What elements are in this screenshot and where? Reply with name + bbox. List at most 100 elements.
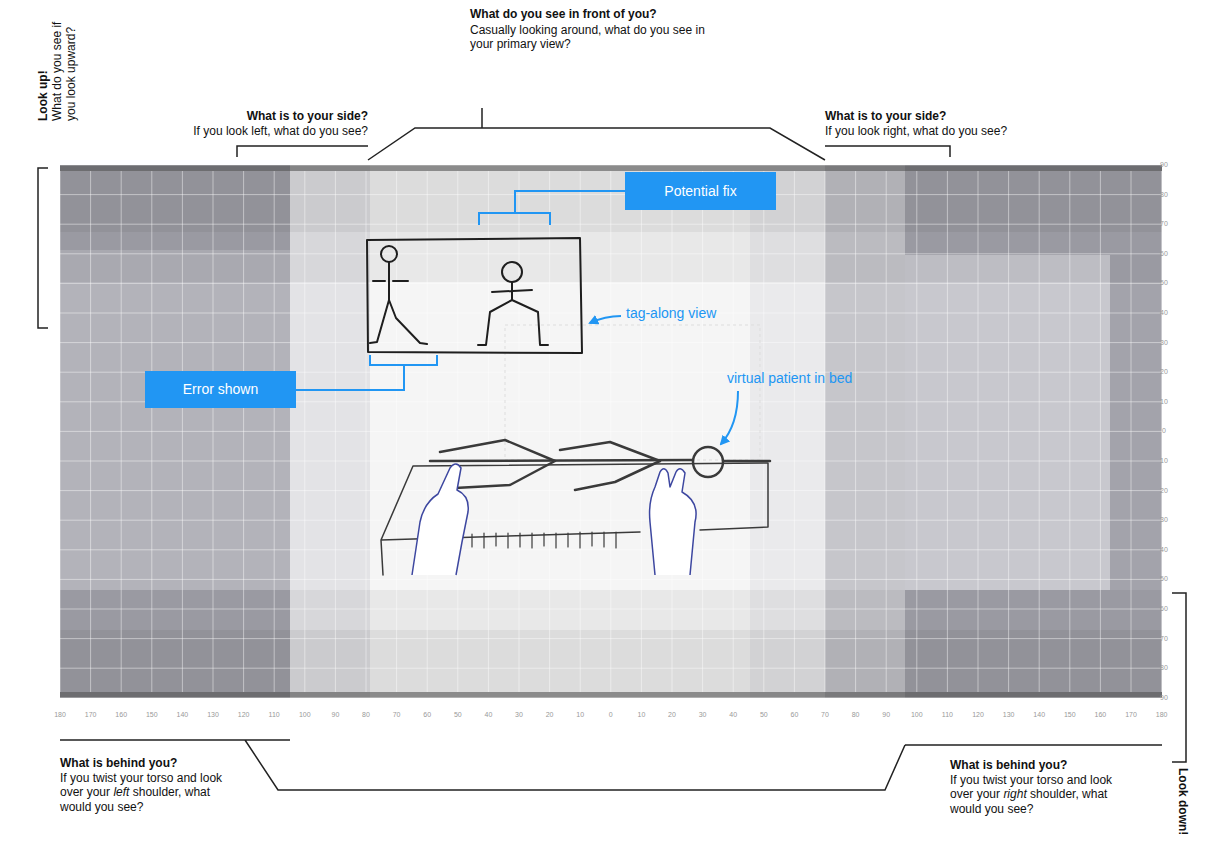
panorama-bands — [60, 165, 1162, 698]
stick-figure — [478, 282, 548, 345]
scale-number: 10 — [1155, 457, 1173, 465]
patient-limbs — [440, 440, 660, 490]
up-bracket — [38, 168, 48, 328]
grid-line — [60, 165, 1162, 166]
label-word: If — [60, 771, 70, 785]
label-word: see? — [117, 800, 143, 814]
label-word: torso — [147, 771, 177, 785]
figure-head — [381, 246, 397, 262]
leader-arrow — [721, 391, 738, 444]
scale-number: 100 — [902, 711, 932, 719]
grid-line — [60, 431, 1162, 432]
label-word: shoulder, — [1030, 787, 1082, 801]
label-word: you — [960, 773, 983, 787]
side-bracket — [237, 146, 368, 157]
direction-prompt: If you twist your torso and look over yo… — [950, 773, 1125, 816]
label-word: you — [70, 771, 93, 785]
direction-heading: What is behind you? — [60, 756, 260, 770]
scale-number: 90 — [871, 711, 901, 719]
grid-line — [60, 253, 1162, 254]
direction-heading: What is to your side? — [118, 109, 368, 123]
grid-line — [60, 313, 1162, 314]
left-hand — [412, 464, 468, 575]
direction-prompt: What do you see if you look upward? — [50, 9, 79, 121]
callout-box: Potential fix — [625, 172, 776, 210]
behind-band — [60, 250, 290, 590]
front-bracket — [368, 108, 825, 160]
scale-number: 40 — [1155, 546, 1173, 554]
grid-line — [60, 520, 1162, 521]
direction-heading: What is to your side? — [825, 109, 1075, 123]
stick-figure — [370, 262, 427, 344]
direction-prompt: If you twist your torso and look over yo… — [60, 771, 230, 814]
scale-number: 180 — [1147, 711, 1177, 719]
scale-number: 0 — [596, 711, 626, 719]
grid-line — [60, 342, 1162, 343]
patient-head — [693, 447, 723, 477]
scale-number: 90 — [320, 711, 350, 719]
scale-number: 70 — [1155, 635, 1173, 643]
scale-number: 180 — [45, 711, 75, 719]
scale-number: 150 — [1055, 711, 1085, 719]
scale-number: 50 — [1155, 575, 1173, 583]
grid-line — [60, 283, 1162, 284]
label-word: look — [200, 771, 222, 785]
scale-number: 150 — [137, 711, 167, 719]
label-word: you — [95, 800, 118, 814]
scale-number: 170 — [1116, 711, 1146, 719]
user-hands — [412, 464, 696, 575]
grid-line — [60, 224, 1162, 225]
scale-number: 120 — [963, 711, 993, 719]
scale-number: 80 — [1155, 664, 1173, 672]
grid-line — [60, 194, 1162, 195]
label-word: left — [113, 785, 132, 799]
figure-head — [502, 262, 522, 282]
callout-box: Error shown — [145, 371, 296, 408]
scale-number: 60 — [779, 711, 809, 719]
scale-number: 70 — [382, 711, 412, 719]
label-word: would — [60, 800, 95, 814]
scale-number: 50 — [1155, 279, 1173, 287]
panel-edge — [60, 692, 1162, 698]
scale-number: 0 — [1155, 427, 1173, 435]
direction-heading: What do you see in front of you? — [470, 7, 730, 21]
patient-body — [430, 460, 770, 461]
scale-number: 90 — [1155, 694, 1173, 702]
patient-sketch — [381, 440, 770, 575]
direction-prompt: If you look left, what do you see? — [118, 124, 368, 138]
scale-number: 30 — [504, 711, 534, 719]
panel-ground — [60, 165, 1162, 698]
label-word: twist — [983, 773, 1010, 787]
tag-along-sketch — [367, 238, 582, 353]
grid-line — [60, 609, 1162, 610]
behind-band — [905, 255, 1110, 590]
scale-number: 10 — [565, 711, 595, 719]
scale-number: 10 — [626, 711, 656, 719]
scale-number: 30 — [1155, 339, 1173, 347]
grid-line — [60, 668, 1162, 669]
scale-number: 160 — [1085, 711, 1115, 719]
scale-number: 160 — [106, 711, 136, 719]
behind-bracket — [60, 740, 1162, 790]
down-bracket — [1172, 593, 1186, 762]
label-word: If — [950, 773, 960, 787]
scale-number: 140 — [1024, 711, 1054, 719]
scale-number: 10 — [1155, 398, 1173, 406]
fix-bracket — [479, 191, 625, 225]
scale-number: 40 — [718, 711, 748, 719]
grid — [60, 165, 1162, 698]
callout-label: tag-along view — [626, 305, 786, 322]
bed-skirt — [460, 532, 616, 548]
label-word: your — [977, 787, 1004, 801]
scale-number: 130 — [198, 711, 228, 719]
scale-number: 60 — [1155, 605, 1173, 613]
scale-number: 20 — [535, 711, 565, 719]
scale-number: 30 — [688, 711, 718, 719]
label-word: what — [185, 785, 210, 799]
right-hand — [650, 469, 697, 575]
label-word: over — [60, 785, 87, 799]
direction-prompt: If you look right, what do you see? — [825, 124, 1075, 138]
scale-number: 130 — [994, 711, 1024, 719]
